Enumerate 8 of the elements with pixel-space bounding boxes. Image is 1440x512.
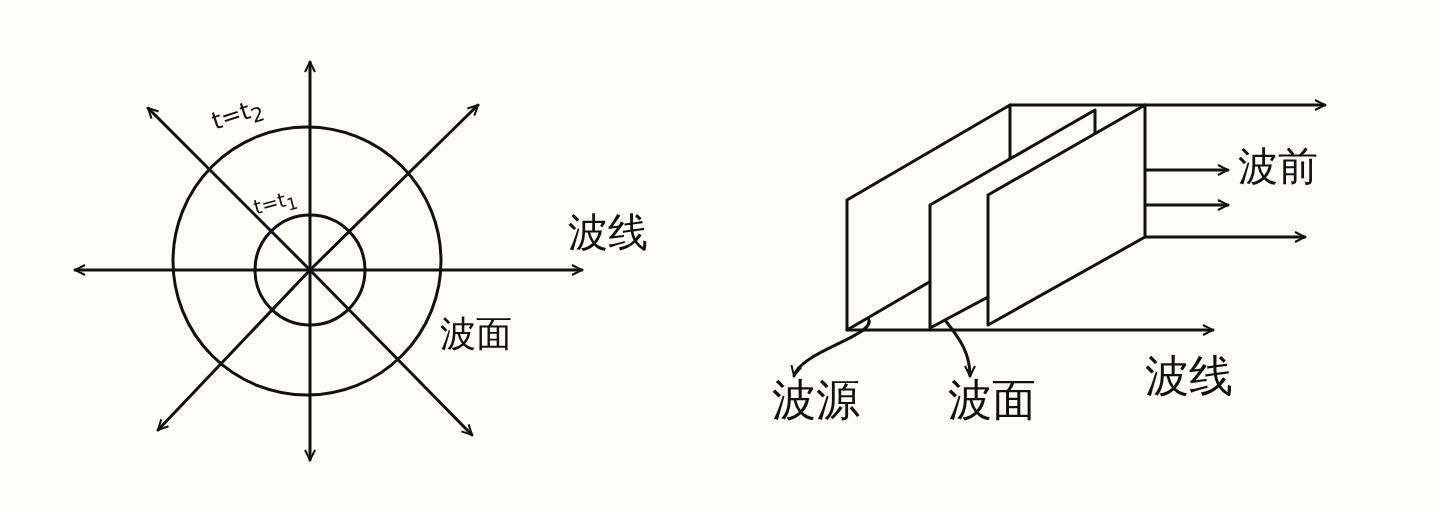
wave-label: 波线 (568, 212, 648, 252)
wave-label: 波线 (1145, 354, 1233, 398)
wave-label: 波面 (948, 378, 1036, 422)
leader-arrow (943, 318, 976, 378)
wave-label: 波源 (772, 378, 860, 422)
wave-label: 波前 (1238, 146, 1318, 186)
leader-arrow (792, 316, 871, 378)
wave-label: 波面 (440, 316, 512, 352)
